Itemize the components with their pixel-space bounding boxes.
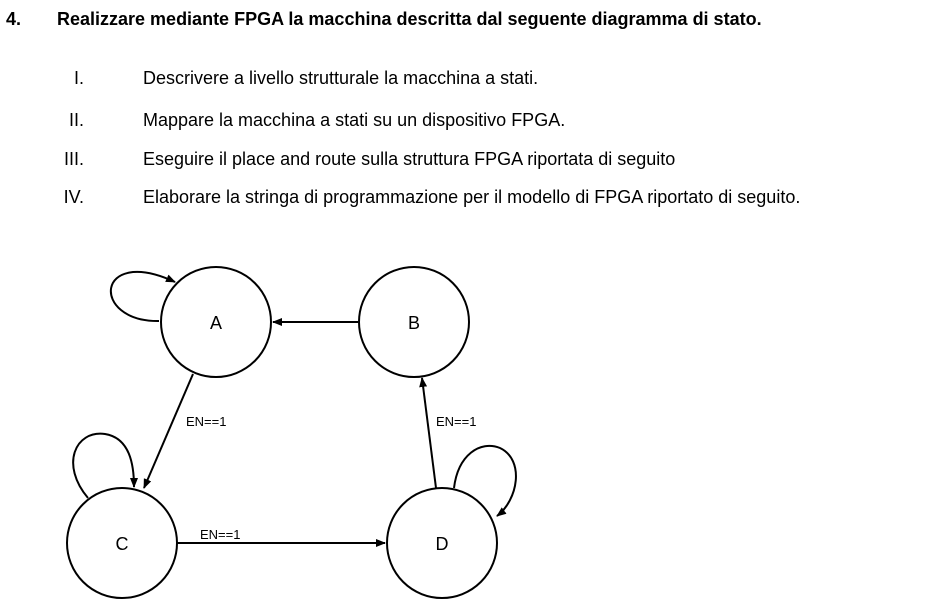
state-c-label: C bbox=[116, 534, 129, 554]
question-number: 4. bbox=[6, 9, 22, 29]
transition-d-d bbox=[453, 444, 517, 517]
transition-label: EN==1 bbox=[200, 527, 240, 542]
item-numeral: IV. bbox=[63, 187, 84, 207]
item-text: Mappare la macchina a stati su un dispos… bbox=[143, 110, 566, 130]
item-text: Elaborare la stringa di programmazione p… bbox=[143, 187, 801, 207]
state-d bbox=[386, 487, 498, 599]
transition-label: EN==1 bbox=[186, 414, 226, 429]
item-numeral: III. bbox=[63, 149, 84, 169]
transition-label: EN==1 bbox=[436, 414, 476, 429]
transition-d-b bbox=[419, 377, 437, 489]
item-text: Eseguire il place and route sulla strutt… bbox=[143, 149, 676, 169]
transition-c-c bbox=[72, 432, 138, 499]
state-b bbox=[358, 266, 470, 378]
state-a bbox=[160, 266, 272, 378]
transition-a-a bbox=[110, 270, 176, 323]
state-d-label: D bbox=[436, 534, 449, 554]
state-b-label: B bbox=[408, 313, 420, 333]
question-title: Realizzare mediante FPGA la macchina des… bbox=[57, 9, 762, 29]
item-text: Descrivere a livello strutturale la macc… bbox=[143, 68, 539, 88]
state-a-label: A bbox=[210, 313, 222, 333]
item-numeral: I. bbox=[73, 68, 84, 88]
transition-a-c bbox=[143, 373, 194, 489]
item-numeral: II. bbox=[68, 110, 84, 130]
